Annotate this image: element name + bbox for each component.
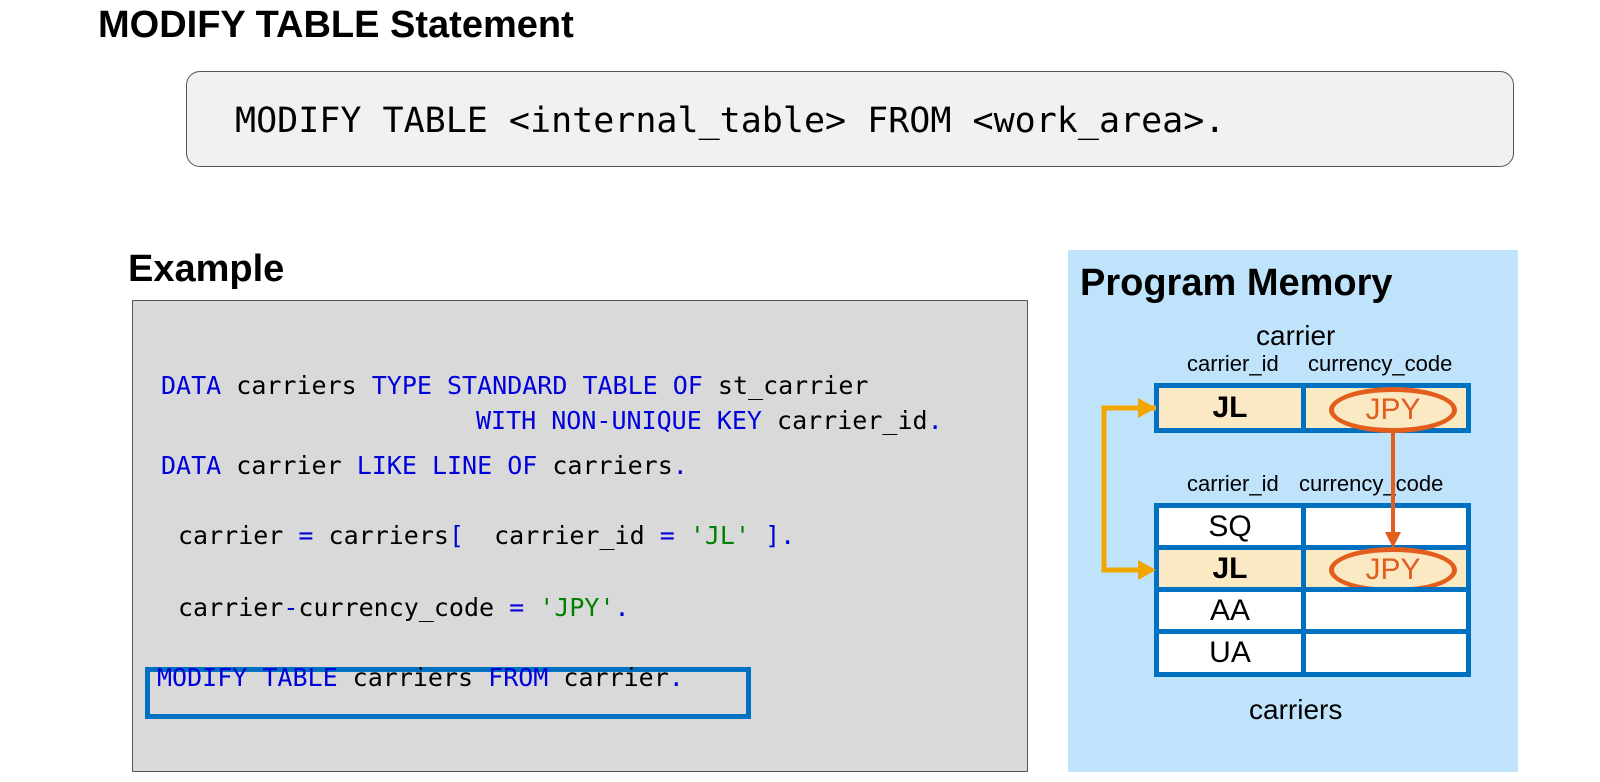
code-text: carrier [178, 593, 284, 622]
code-space [524, 593, 539, 622]
code-keyword: MODIFY TABLE [157, 663, 338, 692]
code-keyword: WITH NON-UNIQUE KEY [476, 406, 762, 435]
code-line-3: DATA carrier LIKE LINE OF carriers. [161, 451, 688, 481]
code-operator: = [659, 521, 675, 550]
code-operator: . [614, 593, 630, 622]
example-heading: Example [128, 248, 285, 290]
work-area-col-header-carrier-id: carrier_id [1187, 351, 1279, 376]
work-area-col-header-currency-code: currency_code [1308, 351, 1453, 376]
table-label: carriers [1249, 694, 1343, 725]
work-area-carrier-id-cell: JL [1154, 383, 1306, 433]
work-area-currency-oval: JPY [1329, 387, 1457, 433]
code-text: currency_code [298, 593, 510, 622]
code-text: carrier [178, 521, 299, 550]
code-operator: . [668, 663, 684, 692]
code-operator: - [283, 593, 299, 622]
code-keyword: LIKE LINE OF [356, 451, 538, 480]
code-text: carriers [537, 451, 673, 480]
code-text: st_carrier [702, 371, 869, 400]
memory-arrows [1101, 398, 1401, 580]
code-example-box: DATA carriers TYPE STANDARD TABLE OF st_… [132, 300, 1028, 772]
code-keyword: DATA [161, 451, 222, 480]
code-operator: = [509, 593, 525, 622]
code-operator: ]. [750, 521, 796, 550]
code-text: carrier_id [761, 406, 928, 435]
code-string: 'JPY' [539, 593, 615, 622]
code-text: carrier_id [464, 521, 660, 550]
code-line-5: carrier-currency_code = 'JPY'. [178, 593, 630, 623]
program-memory-title: Program Memory [1080, 262, 1393, 304]
table-row-4-carrier-id: UA [1154, 629, 1306, 677]
code-operator: . [927, 406, 943, 435]
code-line-1: DATA carriers TYPE STANDARD TABLE OF st_… [161, 371, 868, 401]
syntax-statement: MODIFY TABLE <internal_table> FROM <work… [235, 101, 1226, 141]
code-text: carriers [337, 663, 489, 692]
key-match-arrowhead-bottom [1138, 560, 1156, 580]
copy-value-arrowhead [1385, 532, 1401, 548]
highlighted-statement-box [145, 667, 751, 719]
code-line-6: MODIFY TABLE carriers FROM carrier. [157, 663, 684, 693]
program-memory-panel: Program Memory carrier carrier_id curren… [1068, 250, 1518, 772]
code-line-4: carrier = carriers[ carrier_id = 'JL' ]. [178, 521, 795, 551]
code-text: carriers [313, 521, 449, 550]
code-string: 'JL' [689, 521, 751, 550]
table-row-4-currency-code [1301, 629, 1471, 677]
code-space [675, 521, 690, 550]
code-text: carriers [221, 371, 372, 400]
work-area-label: carrier [1256, 320, 1336, 351]
code-line-2: WITH NON-UNIQUE KEY carrier_id. [476, 406, 943, 436]
code-operator: [ [448, 521, 465, 550]
code-keyword: DATA [161, 371, 222, 400]
code-operator: . [672, 451, 688, 480]
code-operator: = [298, 521, 314, 550]
code-keyword: FROM [488, 663, 549, 692]
code-text: carrier [548, 663, 669, 692]
key-match-arrow-line [1101, 405, 1156, 573]
table-row-3-currency-code [1301, 587, 1471, 634]
syntax-box: MODIFY TABLE <internal_table> FROM <work… [186, 71, 1514, 167]
table-col-header-currency-code: currency_code [1299, 471, 1444, 496]
code-text: carrier [221, 451, 357, 480]
key-match-arrowhead-top [1138, 398, 1156, 418]
page-title: MODIFY TABLE Statement [98, 4, 574, 46]
code-keyword: TYPE STANDARD TABLE OF [371, 371, 703, 400]
table-col-header-carrier-id: carrier_id [1187, 471, 1279, 496]
